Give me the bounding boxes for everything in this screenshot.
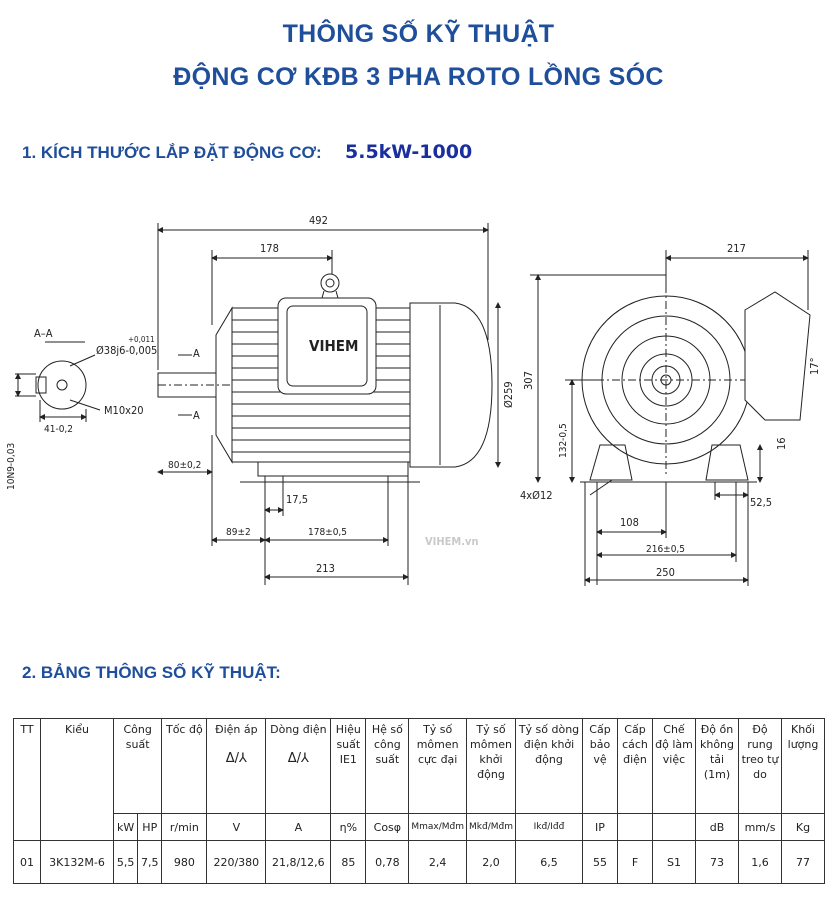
unit-v: V — [206, 813, 267, 841]
header-he-so: Hệ số công suất — [365, 718, 410, 814]
dim-16: 16 — [775, 437, 788, 450]
page-subtitle: ĐỘNG CƠ KĐB 3 PHA ROTO LỒNG SÓC — [173, 63, 664, 91]
table-header-row: TT Kiểu Công suất Tốc độ Điện áp Δ/⅄ Dòn… — [13, 718, 825, 841]
dim-52-5: 52,5 — [750, 496, 772, 509]
dim-250: 250 — [656, 566, 675, 579]
fan-cover — [409, 302, 493, 468]
dim-178-bottom: 178±0,5 — [308, 527, 347, 538]
unit-a: A — [265, 813, 332, 841]
unit-duty — [652, 813, 696, 841]
header-ty-so-dong-dien: Tỷ số dòng điện khởi động — [515, 718, 583, 814]
dim-217: 217 — [727, 242, 746, 255]
section-spec-heading: 2. BẢNG THÔNG SỐ KỸ THUẬT: — [22, 663, 281, 682]
shaft-section-circle — [37, 360, 87, 410]
dim-angle-17: 17° — [808, 357, 821, 375]
cell-tt: 01 — [13, 840, 41, 884]
dim-108: 108 — [620, 516, 639, 529]
cell-mmax: 2,4 — [408, 840, 467, 884]
header-cap-cach-dien: Cấp cách điện — [617, 718, 653, 814]
key-slot — [35, 376, 47, 394]
table-units-row: kW HP r/min V A η% Cosφ Mmax/Mđm Mkđ/Mđm… — [14, 813, 825, 841]
dim-178-top: 178 — [260, 242, 279, 255]
unit-kw: kW — [112, 813, 139, 841]
cell-mass: 77 — [781, 840, 825, 884]
dim-132: 132-0,5 — [558, 423, 569, 458]
cell-voltage: 220/380 — [206, 840, 267, 884]
motor-feet — [257, 461, 409, 477]
unit-eff: η% — [330, 813, 367, 841]
watermark: VIHEM.vn — [425, 535, 479, 548]
brand-plate: VIHEM — [309, 337, 358, 355]
dim-216: 216±0,5 — [646, 544, 685, 555]
dim-17-5: 17,5 — [286, 493, 308, 506]
header-dien-ap: Điện áp Δ/⅄ — [206, 718, 267, 814]
section-dimensions-heading: 1. KÍCH THƯỚC LẮP ĐẶT ĐỘNG CƠ: — [22, 143, 322, 162]
table-row: 01 3K132M-6 5,5 7,5 980 220/380 21,8/12,… — [13, 840, 825, 884]
dong-dien-symbol: Δ/⅄ — [287, 751, 309, 766]
header-hieu-suat: Hiệu suất IE1 — [330, 718, 367, 814]
cell-current: 21,8/12,6 — [265, 840, 332, 884]
cell-hp: 7,5 — [137, 840, 163, 884]
model-label: 5.5kW-1000 — [345, 141, 473, 163]
dim-213: 213 — [316, 562, 335, 575]
section-label: A–A — [34, 327, 53, 340]
cell-vib: 1,6 — [738, 840, 782, 884]
shaft-tolerance-upper: +0,011 — [128, 335, 155, 344]
cell-eff: 85 — [330, 840, 367, 884]
unit-hp: HP — [137, 813, 163, 841]
dim-80: 80±0,2 — [168, 460, 201, 471]
arrow-a-top: A — [193, 347, 200, 360]
spec-table: TT Kiểu Công suất Tốc độ Điện áp Δ/⅄ Dòn… — [13, 718, 825, 884]
key-width-label: 10N9-0,03 — [6, 443, 17, 490]
dim-259: Ø259 — [502, 381, 515, 408]
header-cap-bao-ve: Cấp bảo vệ — [582, 718, 618, 814]
header-cong-suat: Công suất — [112, 718, 163, 814]
thread-label: M10x20 — [104, 404, 144, 417]
header-do-rung: Độ rung treo tự do — [738, 718, 782, 814]
unit-mms: mm/s — [738, 813, 782, 841]
cell-cos: 0,78 — [365, 840, 410, 884]
header-tt: TT — [13, 718, 41, 841]
header-che-do: Chế độ làm việc — [652, 718, 696, 814]
cell-kieu: 3K132M-6 — [40, 840, 114, 884]
unit-mkd: Mkđ/Mđm — [466, 813, 516, 841]
cell-insul: F — [617, 840, 653, 884]
header-khoi-luong: Khối lượng — [781, 718, 825, 814]
header-ty-so-khoi-dong: Tỷ số mômen khởi động — [466, 718, 516, 814]
shaft-tolerance: Ø38j6-0,005 — [96, 344, 157, 357]
header-ty-so-cuc-dai: Tỷ số mômen cực đại — [408, 718, 467, 814]
cell-duty: S1 — [652, 840, 696, 884]
cell-noise: 73 — [695, 840, 739, 884]
header-do-on: Độ ồn không tải (1m) — [695, 718, 739, 814]
header-dong-dien: Dòng điện Δ/⅄ — [265, 718, 332, 814]
dim-307: 307 — [522, 371, 535, 390]
dien-ap-symbol: Δ/⅄ — [225, 751, 247, 766]
unit-kg: Kg — [781, 813, 825, 841]
page-title: THÔNG SỐ KỸ THUẬT — [282, 20, 555, 48]
unit-ikd: Ikđ/Iđđ — [515, 813, 583, 841]
header-kieu: Kiểu — [40, 718, 114, 841]
dim-89: 89±2 — [226, 527, 251, 538]
unit-cos: Cosφ — [365, 813, 410, 841]
end-terminal-box — [744, 291, 811, 421]
cell-rpm: 980 — [161, 840, 208, 884]
cell-ikd: 6,5 — [515, 840, 583, 884]
unit-rpm: r/min — [161, 813, 208, 841]
dim-bolt: 4xØ12 — [520, 489, 553, 502]
cell-kw: 5,5 — [112, 840, 139, 884]
cell-ip: 55 — [582, 840, 618, 884]
key-depth-label: 41-0,2 — [44, 424, 73, 435]
cell-mkd: 2,0 — [466, 840, 516, 884]
unit-mmax: Mmax/Mđm — [408, 813, 467, 841]
unit-ip: IP — [582, 813, 618, 841]
arrow-a-bottom: A — [193, 409, 200, 422]
dim-overall-length: 492 — [309, 214, 328, 227]
unit-insul — [617, 813, 653, 841]
unit-db: dB — [695, 813, 739, 841]
header-toc-do: Tốc độ — [161, 718, 208, 814]
dimension-drawing: A–A Ø38j6-0,005 +0,011 M10x20 10N9-0,03 … — [6, 214, 821, 586]
